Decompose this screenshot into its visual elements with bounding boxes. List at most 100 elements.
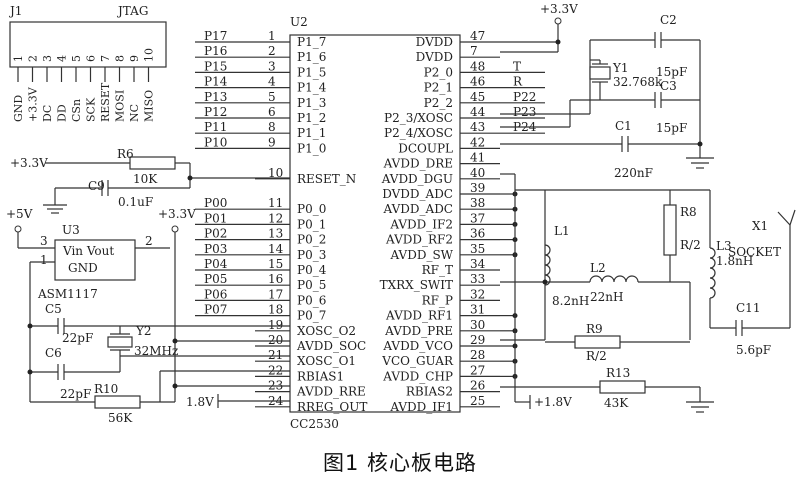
jtag-pin-number: 8 — [114, 55, 127, 62]
c11-ref: C11 — [736, 301, 760, 315]
right-net-label: P23 — [513, 105, 536, 119]
left-net-label: P02 — [204, 227, 227, 241]
v18-right-label: +1.8V — [534, 395, 572, 409]
right-pin-number: 29 — [470, 333, 485, 347]
rf-frontend: L1 8.2nH L2 22nH R8 R/2 R9 R/2 L3 1.8nH … — [500, 173, 796, 413]
r8-value: R/2 — [680, 238, 701, 252]
right-pin-number: 33 — [470, 272, 485, 286]
jtag-signal-label: +3.3V — [27, 86, 40, 122]
u3-label-top: Vin Vout — [62, 244, 114, 258]
right-pin-number: 26 — [470, 379, 485, 393]
chip-ref: U2 — [290, 15, 308, 29]
right-pin-name: AVDD_VCO — [382, 339, 453, 353]
left-pin-name: P0_6 — [297, 293, 326, 307]
jtag-signal-label: DD — [56, 104, 69, 122]
left-pin-number: 15 — [268, 257, 283, 271]
left-pin-number: 20 — [268, 333, 283, 347]
left-net-label: P16 — [204, 44, 227, 58]
c6-ref: C6 — [45, 346, 62, 360]
r6-value: 10K — [133, 172, 158, 186]
left-pin-number: 5 — [268, 90, 276, 104]
vcc-reset-label: +3.3V — [10, 156, 48, 170]
left-pin-name: P0_5 — [297, 278, 326, 292]
left-pin-number: 19 — [268, 318, 283, 332]
left-pin-number: 4 — [268, 75, 276, 89]
r10-ref: R10 — [94, 382, 118, 396]
left-pin-name: P1_1 — [297, 126, 326, 140]
left-net-label: P05 — [204, 272, 227, 286]
left-pin-name: XOSC_O2 — [297, 324, 356, 338]
y2-crystal — [107, 336, 133, 348]
c1-ref: C1 — [615, 119, 632, 133]
left-net-label: P13 — [204, 90, 227, 104]
right-pin-number: 42 — [470, 135, 485, 149]
r6-resistor — [129, 156, 176, 170]
right-pin-name: DVDD — [416, 35, 453, 49]
left-pin-name: P0_1 — [297, 217, 326, 231]
jtag-signal-label: SCK — [85, 97, 98, 122]
right-pin-name: AVDD_DRE — [383, 157, 453, 171]
u3-regulator — [54, 239, 136, 281]
left-pin-name: P0_4 — [297, 263, 327, 277]
left-pin-name: XOSC_O1 — [297, 354, 356, 368]
crystal-32mhz-circuit: C5 22pF C6 22pF Y2 32MHz R10 56K 1.8V — [27, 302, 290, 425]
left-net-label: P04 — [204, 257, 228, 271]
left-pin-name: RESET_N — [297, 172, 356, 186]
right-pin-name: AVDD_RF2 — [385, 233, 453, 247]
cc2530-body — [289, 34, 461, 413]
right-pin-number: 45 — [470, 90, 485, 104]
jtag-pin-number: 10 — [143, 48, 156, 62]
left-pin-number: 1 — [268, 29, 276, 43]
left-pin-name: P0_0 — [297, 202, 326, 216]
left-pin-name: P1_5 — [297, 65, 326, 79]
jtag-pin-number: 3 — [41, 55, 54, 62]
c2-ref: C2 — [660, 13, 677, 27]
left-pin-number: 14 — [268, 242, 284, 256]
right-pin-name: AVDD_PRE — [384, 324, 453, 338]
jtag-signal-label: GND — [12, 95, 25, 122]
left-pin-name: AVDD_RRE — [296, 385, 366, 399]
right-pin-number: 48 — [470, 59, 485, 73]
vcc-top-label: +3.3V — [540, 2, 578, 16]
left-net-label: P06 — [204, 287, 227, 301]
jtag-signal-label: RESET — [99, 82, 112, 122]
r10-value: 56K — [108, 411, 133, 425]
r13-ref: R13 — [606, 366, 630, 380]
jtag-pin-number: 6 — [85, 55, 98, 62]
left-pin-name: P0_2 — [297, 233, 326, 247]
u3-ref: U3 — [62, 223, 80, 237]
left-net-label: P15 — [204, 59, 227, 73]
y2-value: 32MHz — [134, 344, 178, 358]
l1-inductor — [544, 244, 551, 286]
jtag-ref: J1 — [8, 4, 22, 18]
right-pin-name: AVDD_DGU — [381, 172, 453, 186]
right-pin-number: 7 — [470, 44, 478, 58]
r9-value: R/2 — [586, 349, 607, 363]
r13-value: 43K — [604, 396, 629, 410]
left-net-label: P11 — [204, 120, 227, 134]
c1-value: 220nF — [614, 166, 653, 180]
c3-ref: C3 — [660, 79, 677, 93]
jtag-signal-label: CSn — [70, 99, 83, 122]
left-pin-name: P0_3 — [297, 248, 326, 262]
regulator-circuit: +5V Vin Vout GND U3 ASM1117 3 1 2 +3.3V — [6, 207, 290, 402]
left-pin-number: 3 — [268, 59, 276, 73]
jtag-pin-number: 7 — [99, 55, 112, 62]
left-pin-name: P0_7 — [297, 309, 326, 323]
left-pin-name: AVDD_SOC — [296, 339, 366, 353]
right-pin-number: 25 — [470, 394, 485, 408]
left-net-label: P14 — [204, 75, 228, 89]
l2-inductor — [589, 275, 639, 283]
c6-value: 22pF — [60, 387, 91, 401]
u3-label-bottom: GND — [68, 261, 98, 275]
crystal-32k-circuit: +3.3V C2 15pF Y1 32.768k C3 15pF — [500, 2, 714, 180]
r9-ref: R9 — [586, 322, 603, 336]
right-pin-number: 32 — [470, 287, 485, 301]
jtag-pin-number: 9 — [128, 55, 141, 62]
right-pin-name: P2_3/XOSC — [384, 111, 453, 125]
right-net-label: R — [513, 75, 523, 89]
r13-resistor — [599, 380, 646, 394]
